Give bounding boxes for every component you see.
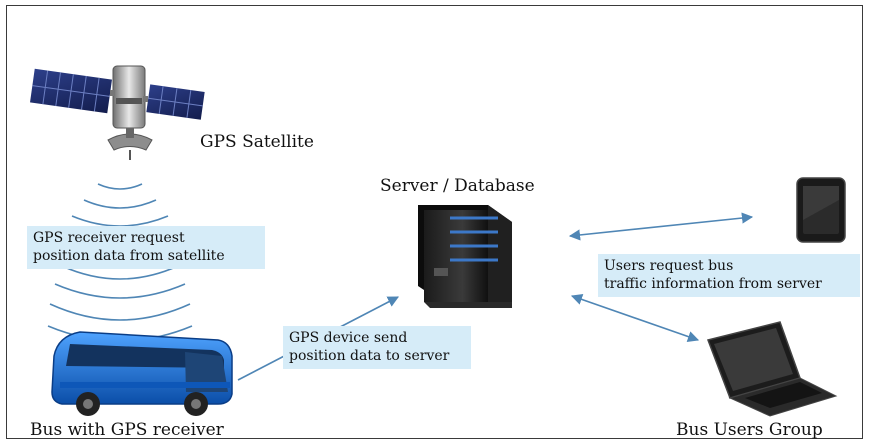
note-device-send: GPS device send position data to server <box>283 326 471 369</box>
bus-label: Bus with GPS receiver <box>30 420 224 440</box>
server-label: Server / Database <box>380 176 535 196</box>
note-receiver-request: GPS receiver request position data from … <box>27 226 265 269</box>
arrow-server-phone <box>568 212 754 241</box>
note-line: position data from satellite <box>33 248 225 264</box>
signal-waves-icon <box>47 183 193 342</box>
note-line: Users request bus <box>604 258 734 274</box>
satellite-label: GPS Satellite <box>200 132 314 152</box>
note-line: traffic information from server <box>604 276 822 292</box>
note-users-request: Users request bus traffic information fr… <box>598 254 860 297</box>
smartphone-icon <box>796 177 846 243</box>
note-line: GPS device send <box>289 330 408 346</box>
laptop-icon <box>706 321 838 417</box>
diagram-frame <box>6 5 863 439</box>
satellite-icon <box>30 65 205 160</box>
server-tower-icon <box>418 205 512 308</box>
bus-icon <box>51 331 233 416</box>
arrow-server-laptop <box>570 294 700 342</box>
users-label: Bus Users Group <box>676 420 823 440</box>
note-line: GPS receiver request <box>33 230 185 246</box>
note-line: position data to server <box>289 348 450 364</box>
